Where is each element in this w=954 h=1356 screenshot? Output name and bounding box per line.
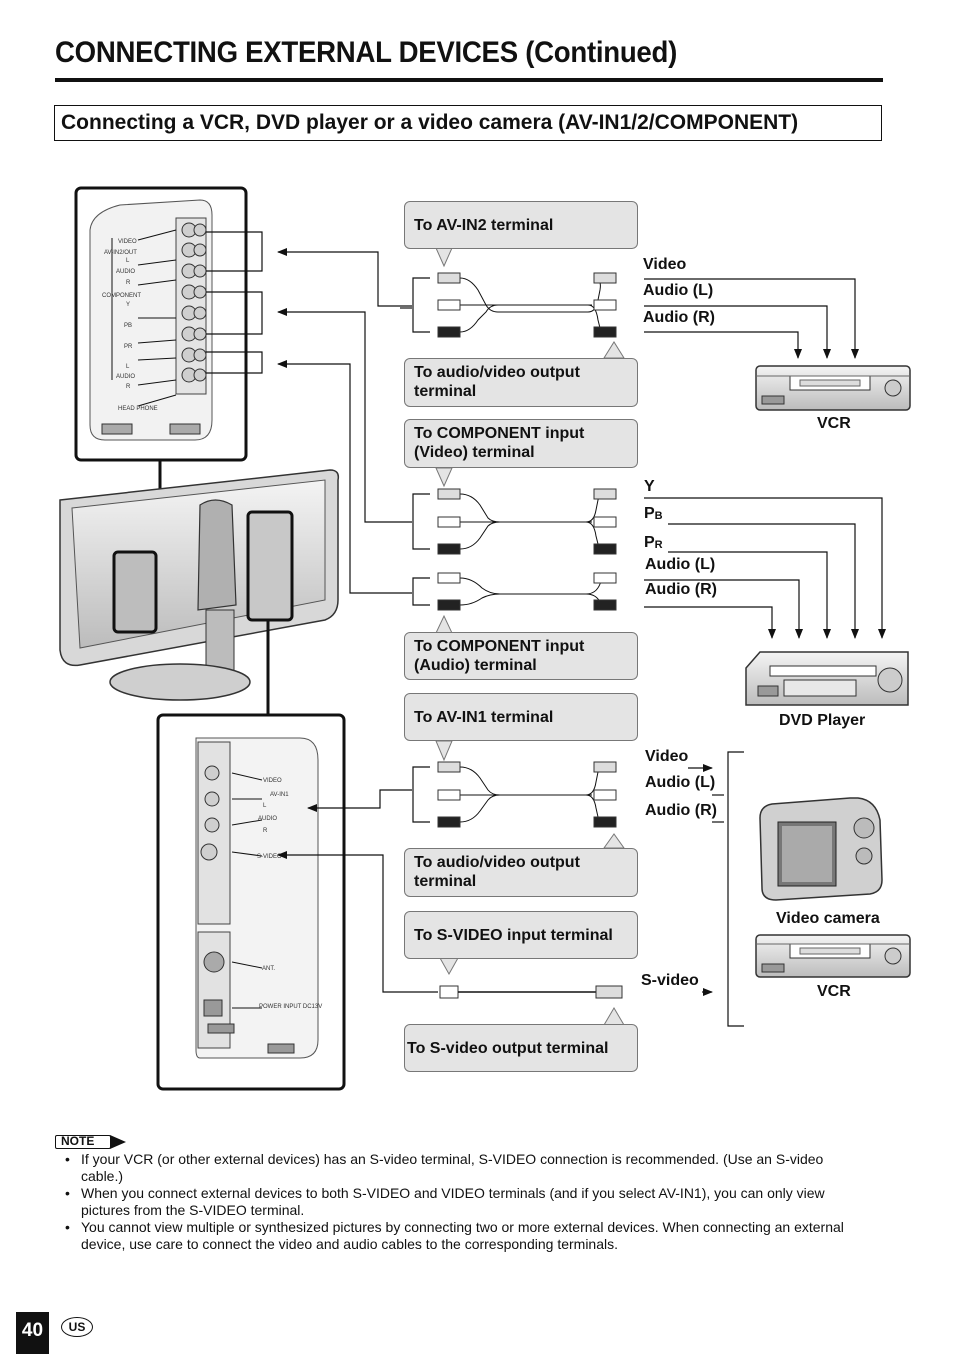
top-panel-label-l1: L [126, 258, 130, 264]
top-panel-label-pr: PR [124, 344, 133, 350]
video-camera-icon [759, 797, 883, 901]
cable-svideo [439, 985, 623, 999]
label-svideo: S-video [641, 972, 699, 989]
top-panel-label-av-in2-out: AV-IN2/OUT [104, 250, 137, 256]
bottom-panel-label-ant: ANT. [262, 966, 275, 972]
section-title: Connecting a VCR, DVD player or a video … [61, 111, 799, 134]
top-panel-label-audio1: AUDIO [116, 269, 135, 275]
top-panel-label-r1: R [126, 280, 131, 286]
callout-pointers [435, 247, 625, 1026]
top-panel-label-headphone: HEAD PHONE [118, 406, 158, 412]
cable-plugs-component-audio [437, 572, 617, 611]
bottom-panel-label-l: L [263, 803, 267, 809]
cable-plugs-av-in1 [437, 761, 617, 828]
label-cam-audio-r: Audio (R) [645, 802, 717, 819]
label-cam-audio-l: Audio (L) [645, 774, 716, 791]
dvd-player-icon [745, 651, 909, 706]
note-arrow-icon [110, 1135, 126, 1149]
callout-svideo-input: To S-VIDEO input terminal [404, 911, 638, 959]
bottom-panel-label-audio: AUDIO [258, 816, 277, 822]
device-label-camera: Video camera [776, 910, 880, 927]
page-title: CONNECTING EXTERNAL DEVICES (Continued) [55, 36, 678, 69]
callout-component-video: To COMPONENT input (Video) terminal [404, 419, 638, 468]
top-panel-label-component: COMPONENT [102, 293, 141, 299]
bottom-panel-label-video: VIDEO [263, 778, 282, 784]
note-item: If your VCR (or other external devices) … [62, 1151, 862, 1185]
note-list: If your VCR (or other external devices) … [62, 1151, 862, 1253]
device-label-vcr-bottom: VCR [817, 983, 851, 1000]
note-badge: NOTE [55, 1135, 111, 1149]
callout-component-audio: To COMPONENT input (Audio) terminal [404, 632, 638, 680]
label-vcr-audio-l: Audio (L) [643, 282, 714, 299]
top-panel-label-y: Y [126, 302, 130, 308]
callout-svideo-output: To S-video output terminal [404, 1024, 638, 1072]
camera-routing [688, 751, 744, 1027]
page-number: 40 [16, 1312, 49, 1354]
bottom-panel-label-power: POWER INPUT DC13V [259, 1004, 322, 1010]
tv-back-illustration [59, 460, 340, 714]
label-dvd-pb: PB [644, 505, 663, 522]
bottom-panel-label-svideo: S-VIDEO [257, 854, 282, 860]
label-vcr-video: Video [643, 256, 687, 273]
note-item: You cannot view multiple or synthesized … [62, 1219, 862, 1253]
top-panel-label-r2: R [126, 384, 131, 390]
top-panel-label-video: VIDEO [118, 239, 137, 245]
dvd-routing [644, 497, 886, 639]
callout-av-in2: To AV-IN2 terminal [404, 201, 638, 249]
top-terminal-panel: VIDEO AV-IN2/OUT L AUDIO R COMPONENT Y P… [74, 186, 263, 462]
callout-av-output-1: To audio/video output terminal [404, 358, 638, 407]
bottom-panel-label-av-in1: AV-IN1 [270, 792, 289, 798]
bottom-panel-label-r: R [263, 828, 268, 834]
panel-arrows [277, 248, 438, 993]
top-panel-label-l2: L [126, 364, 130, 370]
device-label-dvd: DVD Player [779, 712, 866, 729]
vcr-top-icon [755, 365, 911, 411]
title-rule [55, 78, 883, 82]
region-badge: US [61, 1317, 93, 1337]
note-item: When you connect external devices to bot… [62, 1185, 862, 1219]
label-dvd-pr: PR [644, 534, 663, 551]
label-dvd-audio-r: Audio (R) [645, 581, 717, 598]
label-vcr-audio-r: Audio (R) [643, 309, 715, 326]
top-panel-jacks [181, 222, 207, 383]
label-cam-video: Video [645, 748, 689, 765]
callout-av-output-2: To audio/video output terminal [404, 848, 638, 897]
cable-plugs-component-video [437, 488, 617, 555]
label-dvd-audio-l: Audio (L) [645, 556, 716, 573]
top-panel-label-pb: PB [124, 323, 132, 329]
bottom-terminal-panel: VIDEO AV-IN1 L AUDIO R S-VIDEO ANT. POWE… [156, 713, 346, 1091]
vcr-bottom-icon [755, 934, 911, 978]
vcr-top-routing [644, 278, 859, 359]
cable-plugs-av-in2 [437, 272, 617, 338]
section-heading-box: Connecting a VCR, DVD player or a video … [54, 105, 882, 141]
device-label-vcr-top: VCR [817, 415, 851, 432]
top-panel-label-audio2: AUDIO [116, 374, 135, 380]
label-dvd-y: Y [644, 478, 655, 495]
callout-av-in1: To AV-IN1 terminal [404, 693, 638, 741]
